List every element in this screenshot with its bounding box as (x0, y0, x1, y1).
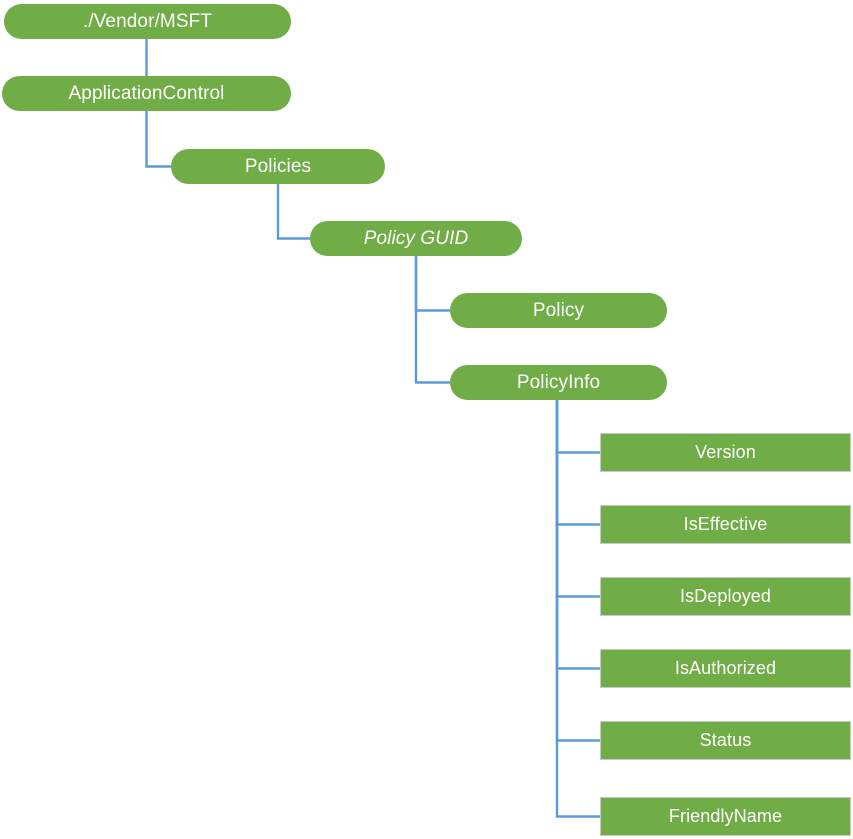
connector-policies-to-policyguid (276, 184, 310, 240)
node-label-appcontrol: ApplicationControl (68, 82, 225, 104)
node-label-vendor: ./Vendor/MSFT (82, 10, 213, 32)
node-label-version: Version (695, 442, 756, 462)
node-label-isauthorized: IsAuthorized (674, 658, 777, 678)
node-label-policyinfo: PolicyInfo (516, 371, 601, 393)
node-label-iseffective: IsEffective (683, 514, 768, 534)
node-label-policies: Policies (244, 155, 312, 177)
connector-policyguid-to-policyinfo (414, 256, 450, 384)
node-iseffective[interactable]: IsEffective (600, 505, 851, 544)
connector-policyinfo-to-status (555, 400, 600, 742)
node-label-policy: Policy (532, 299, 585, 321)
node-vendor[interactable]: ./Vendor/MSFT (4, 4, 291, 39)
connector-policyinfo-to-isauthorized (555, 400, 600, 670)
node-label-isdeployed: IsDeployed (679, 586, 772, 606)
node-policy[interactable]: Policy (450, 293, 667, 328)
node-version[interactable]: Version (600, 433, 851, 472)
node-policies[interactable]: Policies (171, 149, 385, 184)
connector-policyguid-to-policy (414, 256, 450, 312)
connector-policyinfo-to-friendlyname (555, 400, 600, 818)
connector-policyinfo-to-version (555, 400, 600, 454)
node-policyinfo[interactable]: PolicyInfo (450, 365, 667, 400)
node-isdeployed[interactable]: IsDeployed (600, 577, 851, 616)
connector-policyinfo-to-isdeployed (555, 400, 600, 598)
node-appcontrol[interactable]: ApplicationControl (2, 76, 291, 111)
node-label-status: Status (699, 730, 752, 750)
node-policyguid[interactable]: Policy GUID (310, 221, 522, 256)
node-label-policyguid: Policy GUID (363, 227, 469, 249)
connector-appcontrol-to-policies (145, 111, 171, 168)
node-label-friendlyname: FriendlyName (668, 806, 783, 826)
node-status[interactable]: Status (600, 721, 851, 760)
node-friendlyname[interactable]: FriendlyName (600, 797, 851, 836)
node-isauthorized[interactable]: IsAuthorized (600, 649, 851, 688)
connector-policyinfo-to-iseffective (555, 400, 600, 526)
